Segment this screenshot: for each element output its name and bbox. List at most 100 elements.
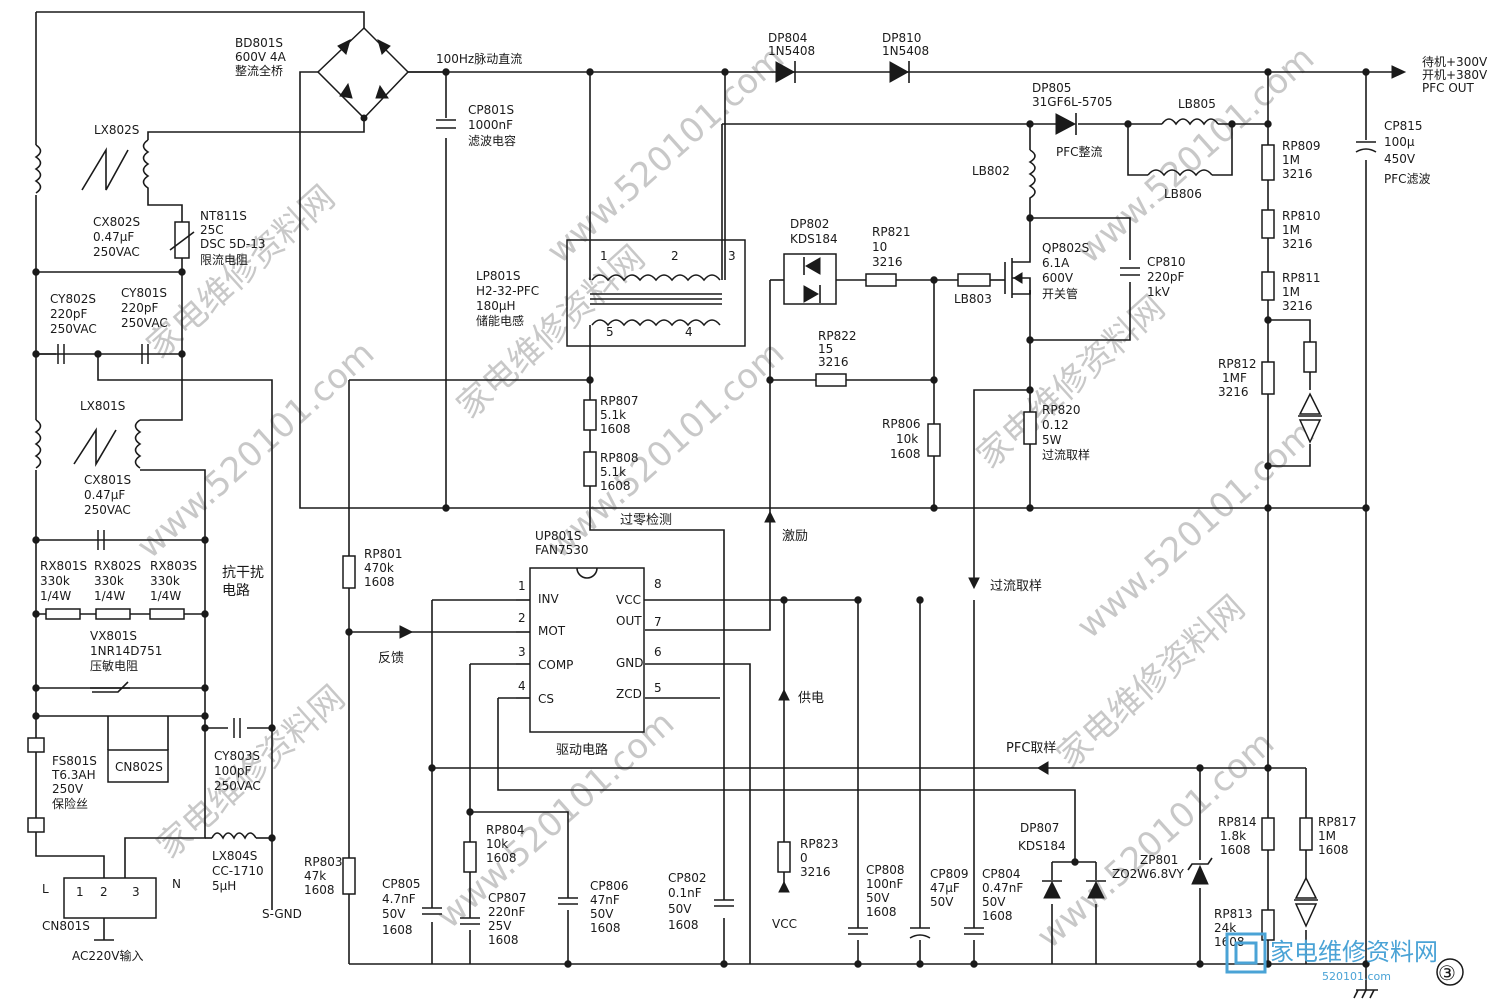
- choke-lx802s: LX802S: [34, 123, 150, 195]
- resistor-rp823: RP823 0 3216 VCC: [772, 837, 838, 931]
- svg-text:CY803S: CY803S: [214, 749, 260, 763]
- svg-text:BD801S: BD801S: [235, 36, 283, 50]
- svg-text:7: 7: [654, 615, 662, 629]
- svg-text:T6.3AH: T6.3AH: [51, 768, 96, 782]
- svg-text:ZP801: ZP801: [1140, 853, 1178, 867]
- svg-text:限流电阻: 限流电阻: [200, 253, 248, 267]
- resistor-rx803s: RX803S 330k 1/4W: [149, 559, 197, 620]
- diode-dp802: DP802 KDS184: [783, 217, 838, 305]
- svg-text:FAN7530: FAN7530: [535, 543, 589, 557]
- svg-text:220nF: 220nF: [488, 905, 526, 919]
- thermistor-nt811s: NT811S 25C DSC 5D-13 限流电阻: [169, 209, 266, 267]
- svg-text:1608: 1608: [866, 905, 897, 919]
- capacitor-cp808: CP808 100nF 50V 1608: [848, 863, 905, 935]
- svg-text:CP810: CP810: [1147, 255, 1186, 269]
- svg-text:RP808: RP808: [600, 451, 638, 465]
- svg-text:PFC取样: PFC取样: [1006, 741, 1056, 756]
- connector-cn802s: CN802S: [107, 749, 169, 783]
- resistor-rx802s: RX802S 330k 1/4W: [94, 559, 141, 620]
- svg-text:100pF: 100pF: [214, 764, 252, 778]
- svg-text:1MF: 1MF: [1222, 371, 1247, 385]
- watermark-text: www.520101.com: [429, 703, 682, 936]
- svg-text:DP807: DP807: [1020, 821, 1059, 835]
- svg-text:AC220V输入: AC220V输入: [72, 948, 144, 963]
- svg-text:100μ: 100μ: [1384, 135, 1415, 149]
- svg-text:PFC滤波: PFC滤波: [1384, 172, 1431, 186]
- svg-text:ZCD: ZCD: [616, 687, 642, 701]
- svg-text:1/4W: 1/4W: [150, 589, 181, 603]
- svg-text:VX801S: VX801S: [90, 629, 137, 643]
- diode-dp805: DP805 31GF6L-5705: [1032, 81, 1112, 135]
- fuse-fs801s: FS801S T6.3AH 250V 保险丝: [27, 737, 97, 833]
- svg-text:UP801S: UP801S: [535, 529, 582, 543]
- svg-text:3216: 3216: [1218, 385, 1249, 399]
- svg-text:250VAC: 250VAC: [93, 245, 140, 259]
- svg-text:LX801S: LX801S: [80, 399, 125, 413]
- resistor-rp801: RP801 470k 1608: [342, 547, 402, 589]
- svg-text:电路: 电路: [222, 583, 250, 599]
- svg-text:1608: 1608: [982, 909, 1013, 923]
- pulse-dc-label: 100Hz脉动直流: [436, 51, 522, 66]
- anti-interference-label: 抗干扰 电路: [222, 565, 264, 599]
- svg-text:RX803S: RX803S: [150, 559, 197, 573]
- capacitor-cp804: CP804 0.47nF 50V 1608: [964, 867, 1023, 935]
- svg-text:RP810: RP810: [1282, 209, 1320, 223]
- svg-text:1M: 1M: [1318, 829, 1336, 843]
- pfc-rect-label: PFC整流: [1056, 144, 1103, 159]
- svg-text:过流取样: 过流取样: [1042, 447, 1090, 462]
- svg-text:S-GND: S-GND: [262, 907, 302, 921]
- svg-text:LB802: LB802: [972, 164, 1010, 178]
- svg-text:DP805: DP805: [1032, 81, 1071, 95]
- resistor-rp821: RP821 10 3216: [865, 225, 910, 287]
- svg-text:CN801S: CN801S: [42, 919, 90, 933]
- svg-text:PFC OUT: PFC OUT: [1422, 81, 1475, 95]
- svg-text:6: 6: [654, 645, 662, 659]
- svg-text:激励: 激励: [782, 529, 808, 544]
- diode-dp807: DP807 KDS184: [1018, 821, 1106, 899]
- svg-text:1M: 1M: [1282, 285, 1300, 299]
- svg-text:家电维修资料网: 家电维修资料网: [1270, 938, 1438, 966]
- svg-text:1000nF: 1000nF: [468, 118, 513, 132]
- svg-text:VCC: VCC: [616, 593, 641, 607]
- svg-text:GND: GND: [616, 656, 644, 670]
- pfc-output: 待机+300V 开机+380V PFC OUT: [1391, 55, 1488, 95]
- connector-cn801s: 1 2 3 L N CN801S AC220V输入: [42, 877, 181, 963]
- svg-text:LB803: LB803: [954, 292, 992, 306]
- svg-text:8: 8: [654, 577, 662, 591]
- capacitor-cp801s: CP801S 1000nF 滤波电容: [436, 103, 516, 148]
- supply-label: 供电: [778, 688, 824, 706]
- svg-text:1608: 1608: [600, 422, 631, 436]
- resistor-rp814: RP814 1.8k 1608: [1218, 815, 1275, 857]
- capacitor-cp805: CP805 4.7nF 50V 1608: [382, 877, 442, 937]
- watermark-logo: 家电维修资料网 520101.com: [1225, 932, 1438, 983]
- svg-text:RP803: RP803: [304, 855, 342, 869]
- mosfet-qp802s: QP802S 6.1A 600V 开关管: [1004, 241, 1089, 301]
- svg-text:滤波电容: 滤波电容: [468, 133, 516, 148]
- resistor-rp810: RP810 1M 3216: [1261, 209, 1320, 251]
- svg-text:50V: 50V: [866, 891, 890, 905]
- svg-text:RP817: RP817: [1318, 815, 1356, 829]
- watermark-text: www.520101.com: [129, 333, 382, 566]
- svg-text:1NR14D751: 1NR14D751: [90, 644, 162, 658]
- resistor-rp806: RP806 10k 1608: [882, 417, 941, 461]
- svg-text:过零检测: 过零检测: [620, 513, 672, 528]
- svg-text:RP822: RP822: [818, 329, 856, 343]
- excite-label: 激励: [764, 510, 808, 544]
- svg-text:DSC 5D-13: DSC 5D-13: [200, 237, 266, 251]
- svg-text:330k: 330k: [94, 574, 124, 588]
- svg-text:CX802S: CX802S: [93, 215, 140, 229]
- svg-text:5μH: 5μH: [212, 879, 236, 893]
- svg-text:CP801S: CP801S: [468, 103, 514, 117]
- svg-text:COMP: COMP: [538, 658, 573, 672]
- svg-text:QP802S: QP802S: [1042, 241, 1089, 255]
- svg-text:CP808: CP808: [866, 863, 905, 877]
- svg-text:LP801S: LP801S: [476, 269, 520, 283]
- svg-text:INV: INV: [538, 592, 560, 606]
- ground-symbol: [1353, 989, 1378, 999]
- svg-text:LX802S: LX802S: [94, 123, 139, 137]
- svg-text:100Hz脉动直流: 100Hz脉动直流: [436, 51, 522, 66]
- svg-text:24k: 24k: [1214, 921, 1236, 935]
- svg-text:1608: 1608: [668, 918, 699, 932]
- svg-text:50V: 50V: [930, 895, 954, 909]
